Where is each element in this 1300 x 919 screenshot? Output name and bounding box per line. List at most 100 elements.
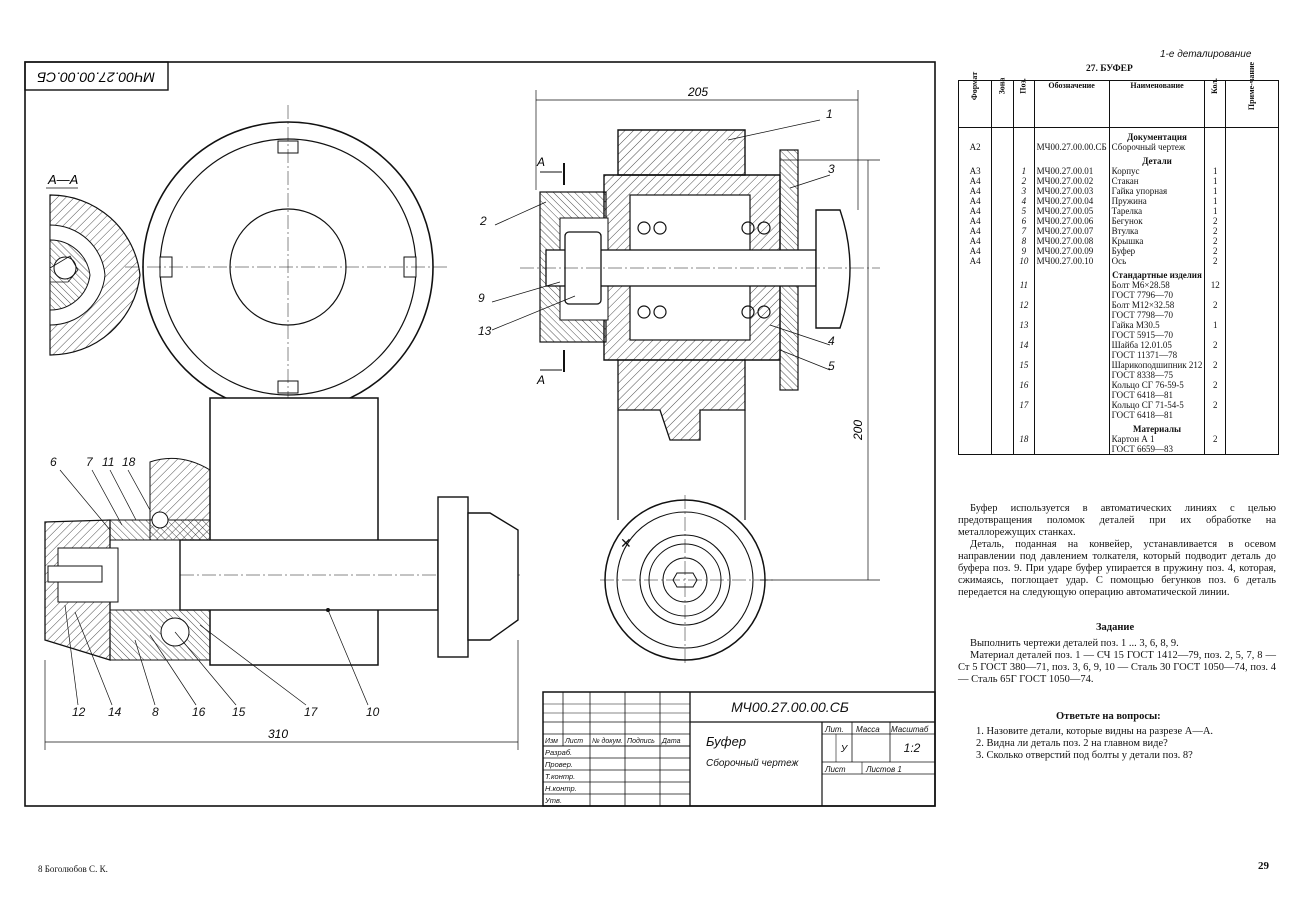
spec-zone-cell (991, 176, 1015, 186)
spec-zone-cell (991, 400, 1015, 410)
spec-pos-cell: 15 (1013, 360, 1035, 370)
spec-name-cell: Буфер (1108, 246, 1206, 256)
spec-name-cell: Втулка (1108, 226, 1206, 236)
tb-role-4: Н.контр. (545, 784, 577, 793)
spec-format-cell (957, 370, 993, 380)
spec-col-pos: Поз. (1013, 78, 1035, 128)
spec-name-cell: ГОСТ 8338—75 (1108, 370, 1206, 380)
spec-name-cell: Шарикоподшипник 212 (1108, 360, 1206, 370)
spec-pos-cell (1013, 390, 1035, 400)
spec-format-cell (957, 410, 993, 420)
spec-note-cell (1225, 196, 1280, 206)
spec-zone-cell (991, 256, 1015, 266)
spec-code-cell (1033, 390, 1110, 400)
spec-code-cell (1033, 330, 1110, 340)
tb-lit-label: Лит. (824, 725, 844, 734)
spec-qty-cell (1204, 410, 1227, 420)
tb-scale-value: 1:2 (904, 741, 921, 755)
spec-format-cell (957, 290, 993, 300)
spec-col-zone: Зона (991, 78, 1015, 128)
spec-zone-cell (991, 186, 1015, 196)
spec-row: ГОСТ 11371—78 (957, 350, 1280, 360)
questions-title: Ответьте на вопросы: (1056, 711, 1161, 722)
spec-col-name: Наименование (1108, 80, 1206, 128)
spec-code-cell: МЧ00.27.00.05 (1033, 206, 1110, 216)
spec-note-cell (1225, 290, 1280, 300)
spec-col-qty: Кол. (1204, 78, 1227, 128)
tb-sheets-label: Листов 1 (865, 765, 902, 774)
spec-zone-cell (991, 246, 1015, 256)
spec-qty-cell (1204, 444, 1227, 455)
spec-section-title: Документация (1108, 127, 1206, 142)
spec-code-cell: МЧ00.27.00.04 (1033, 196, 1110, 206)
spec-code-cell (1033, 340, 1110, 350)
spec-name-cell: Корпус (1108, 166, 1206, 176)
callout-2: 2 (479, 214, 487, 228)
spec-zone-cell (991, 142, 1015, 152)
spec-code-cell (1033, 360, 1110, 370)
spec-row: ГОСТ 5915—70 (957, 330, 1280, 340)
spec-pos-cell: 14 (1013, 340, 1035, 350)
spec-pos-cell: 1 (1013, 166, 1035, 176)
spec-qty-cell: 1 (1204, 196, 1227, 206)
spec-name-cell: Кольцо СГ 76-59-5 (1108, 380, 1206, 390)
spec-name-cell: ГОСТ 11371—78 (1108, 350, 1206, 360)
callout-4: 4 (828, 334, 835, 348)
spec-name-cell: Гайка М30.5 (1108, 320, 1206, 330)
spec-name-cell: Шайба 12.01.05 (1108, 340, 1206, 350)
spec-format-cell (957, 340, 993, 350)
spec-pos-cell: 4 (1013, 196, 1035, 206)
spec-pos-cell: 11 (1013, 280, 1035, 290)
callout-7: 7 (86, 455, 94, 469)
dim-310: 310 (268, 727, 288, 741)
spec-section-title: Материалы (1108, 420, 1206, 434)
tb-col-sign: Подпись (627, 737, 655, 745)
spec-qty-cell (1204, 310, 1227, 320)
callout-15: 15 (232, 705, 246, 719)
spec-zone-cell (991, 444, 1015, 455)
spec-note-cell (1225, 300, 1280, 310)
rotated-stamp-box (24, 61, 169, 91)
spec-zone-cell (991, 330, 1015, 340)
callout-9: 9 (478, 291, 485, 305)
spec-note-cell (1225, 166, 1280, 176)
spec-pos-cell: 6 (1013, 216, 1035, 226)
spec-col-format: Формат (957, 72, 993, 128)
page-number: 29 (1258, 860, 1269, 872)
spec-pos-cell: 13 (1013, 320, 1035, 330)
spec-note-cell (1225, 310, 1280, 320)
spec-pos-cell: 12 (1013, 300, 1035, 310)
spec-format-cell: А4 (957, 216, 993, 226)
spec-zone-cell (991, 216, 1015, 226)
spec-pos-cell: 2 (1013, 176, 1035, 186)
tb-sheet-label: Лист (824, 765, 846, 774)
spec-format-cell: А4 (957, 246, 993, 256)
spec-qty-cell (1204, 290, 1227, 300)
spec-qty-cell: 1 (1204, 206, 1227, 216)
spec-qty-cell: 2 (1204, 300, 1227, 310)
spec-qty-cell: 2 (1204, 340, 1227, 350)
callout-6: 6 (50, 455, 57, 469)
cut-mark-bottom: А (536, 373, 545, 387)
spec-note-cell (1225, 410, 1280, 420)
spec-qty-cell: 2 (1204, 434, 1227, 444)
spec-section-row: Материалы (957, 420, 1280, 434)
spec-name-cell: Ось (1108, 256, 1206, 266)
spec-note-cell (1225, 390, 1280, 400)
spec-pos-cell: 7 (1013, 226, 1035, 236)
spec-qty-cell (1204, 330, 1227, 340)
spec-format-cell: А2 (957, 142, 993, 152)
spec-name-cell: Пружина (1108, 196, 1206, 206)
spec-format-cell (957, 434, 993, 444)
callout-17: 17 (304, 705, 319, 719)
spec-format-cell (957, 310, 993, 320)
spec-note-cell (1225, 360, 1280, 370)
